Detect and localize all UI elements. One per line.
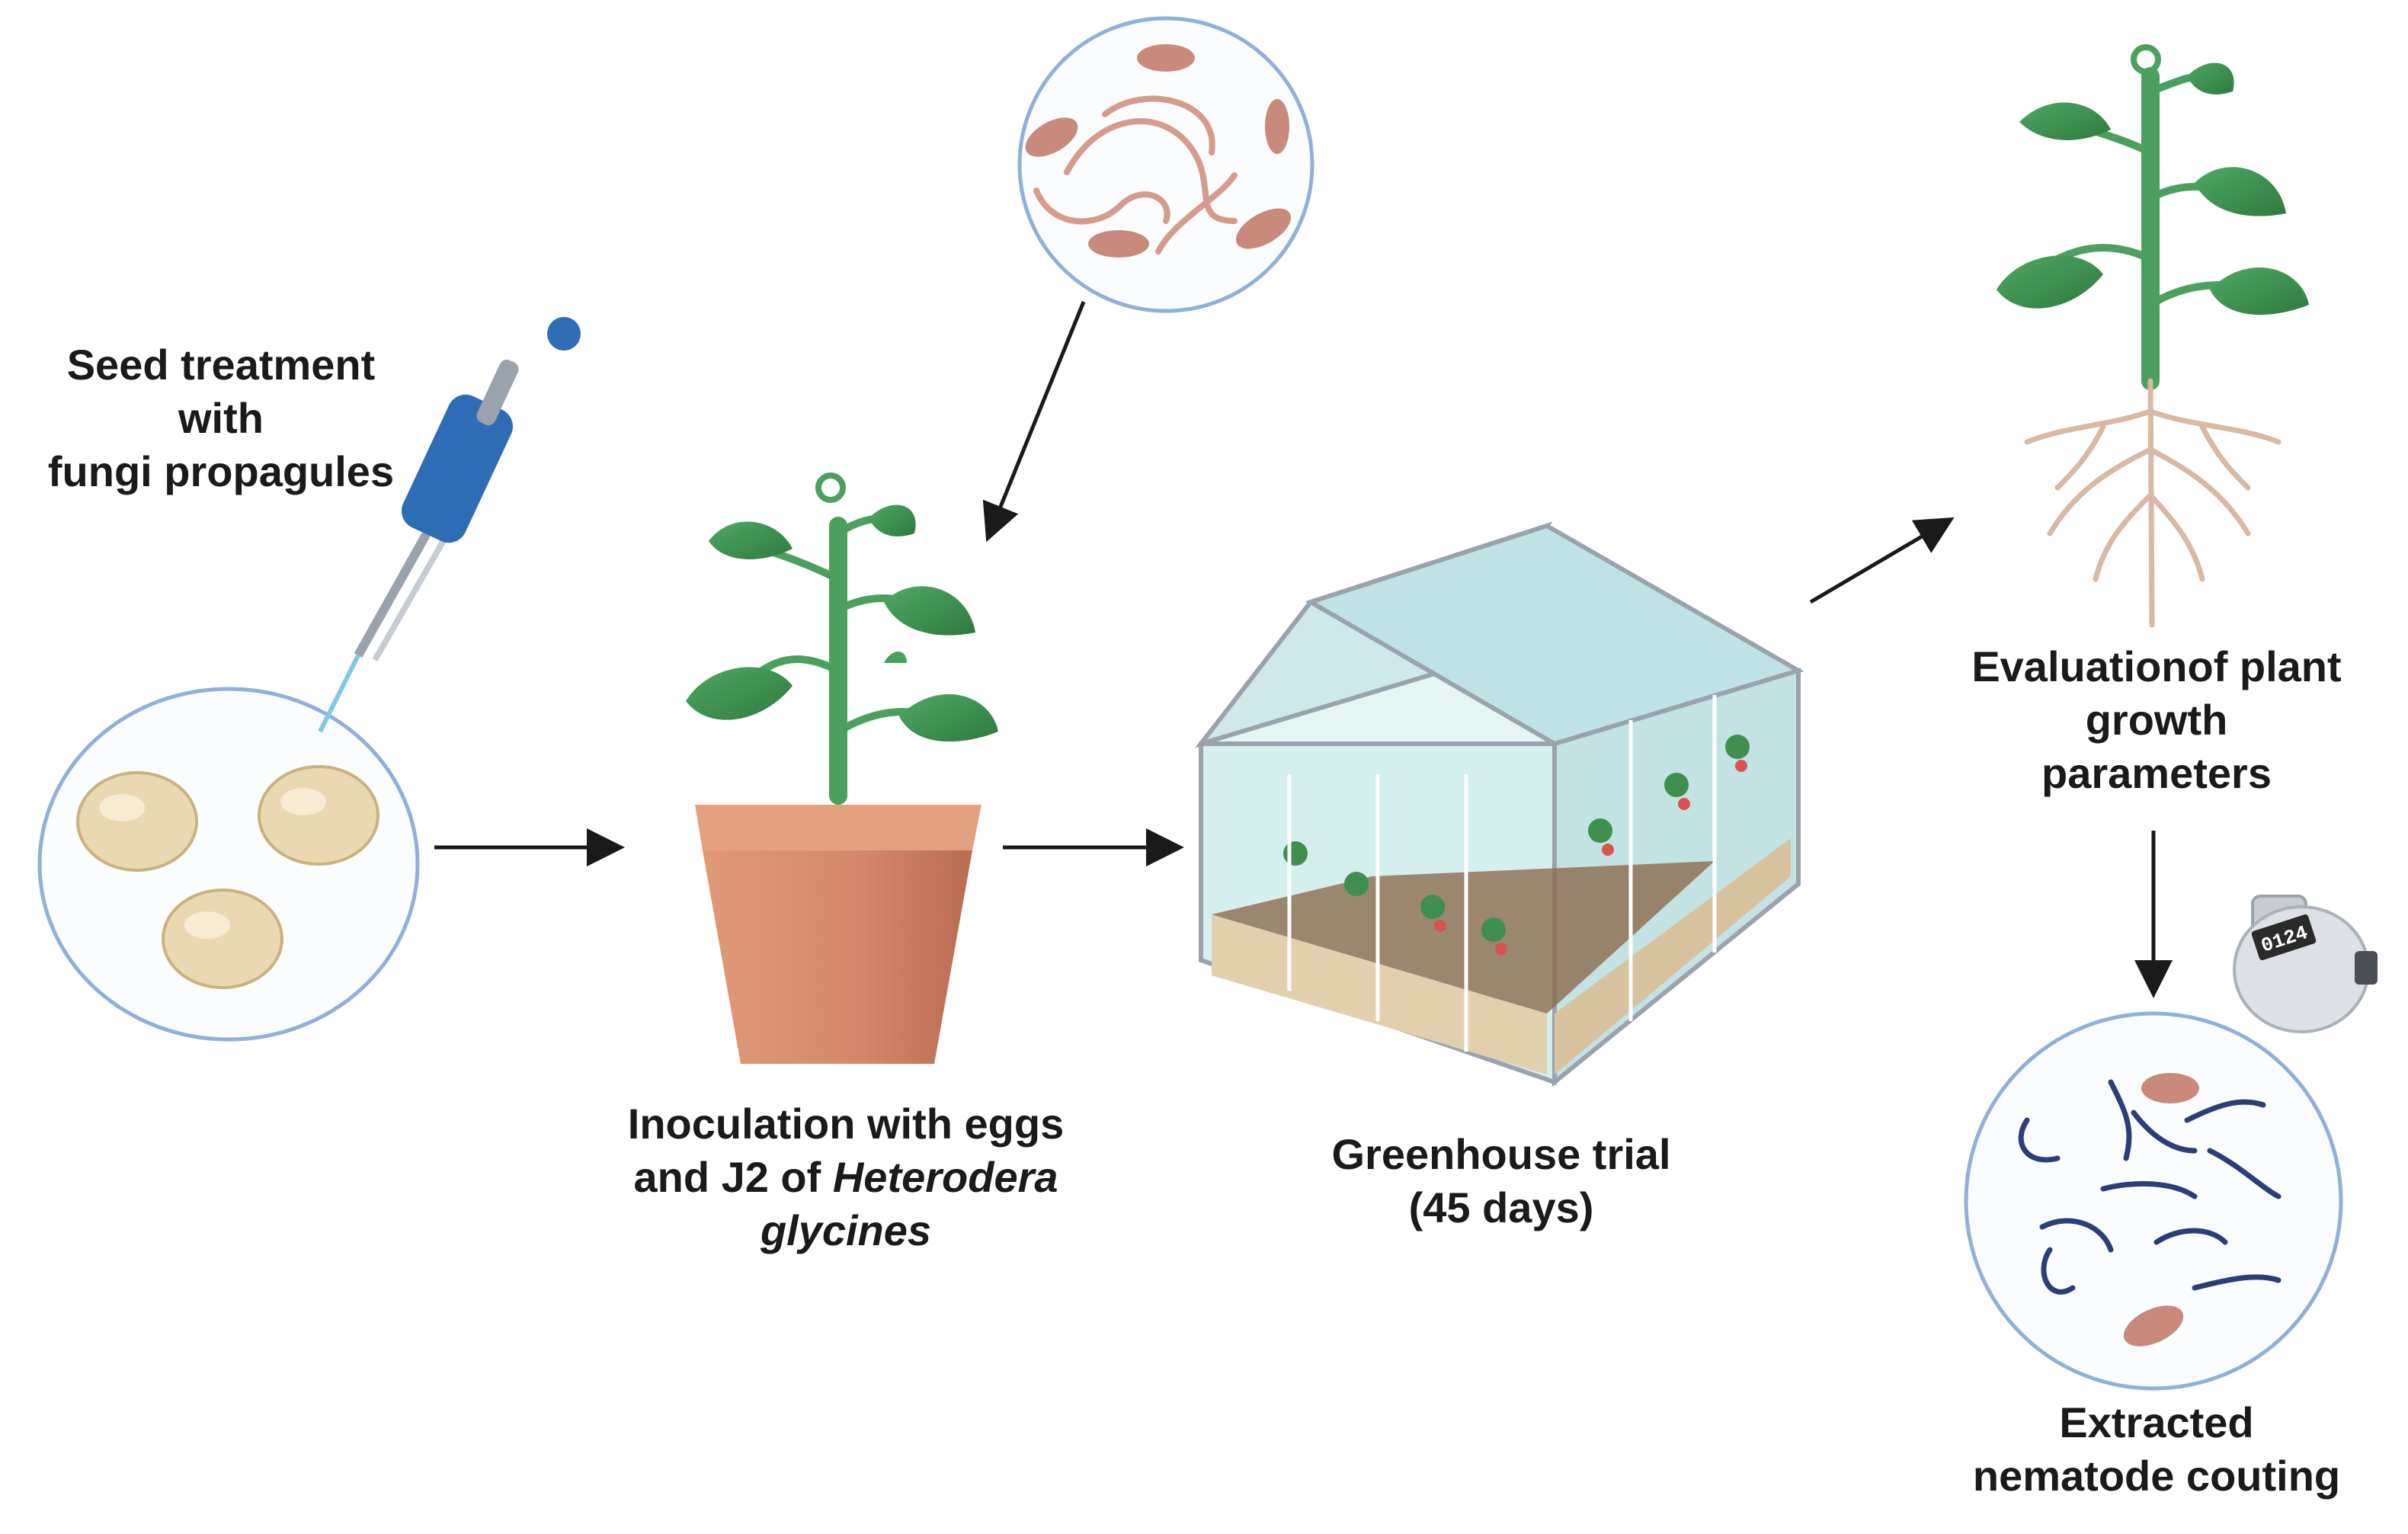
tally-counter-icon: 0124 [2233,895,2378,1033]
nematode-sample-circle [1017,16,1314,313]
seed-icon [76,771,198,872]
nematode-egg-icon [1025,44,1292,258]
seed-petri-dish [37,687,420,1042]
nematode-counting-label: Extracted nematode couting [1972,1398,2341,1500]
evaluation-label: Evaluationof plant growth parameters [1971,642,2342,797]
potted-plant-icon [686,472,998,1064]
greenhouse-icon [1194,521,1804,1087]
extracted-nematode-circle [1964,1011,2343,1391]
pipette-icon [318,317,581,733]
nematode-worm-icon [1033,95,1238,255]
seed-icon [162,889,283,989]
seed-icon [258,765,379,866]
arrow-nematode-to-plant [982,301,1086,543]
arrow-greenhouse-to-evaluation [1809,517,1955,604]
greenhouse-trial-label: Greenhouse trial (45 days) [1331,1130,1671,1231]
seed-treatment-label: Seed treatment with fungi propagules [47,341,395,495]
uprooted-plant-icon [1997,44,2309,628]
inoculation-label: Inoculation with eggs and J2 of Heterode… [627,1100,1065,1254]
